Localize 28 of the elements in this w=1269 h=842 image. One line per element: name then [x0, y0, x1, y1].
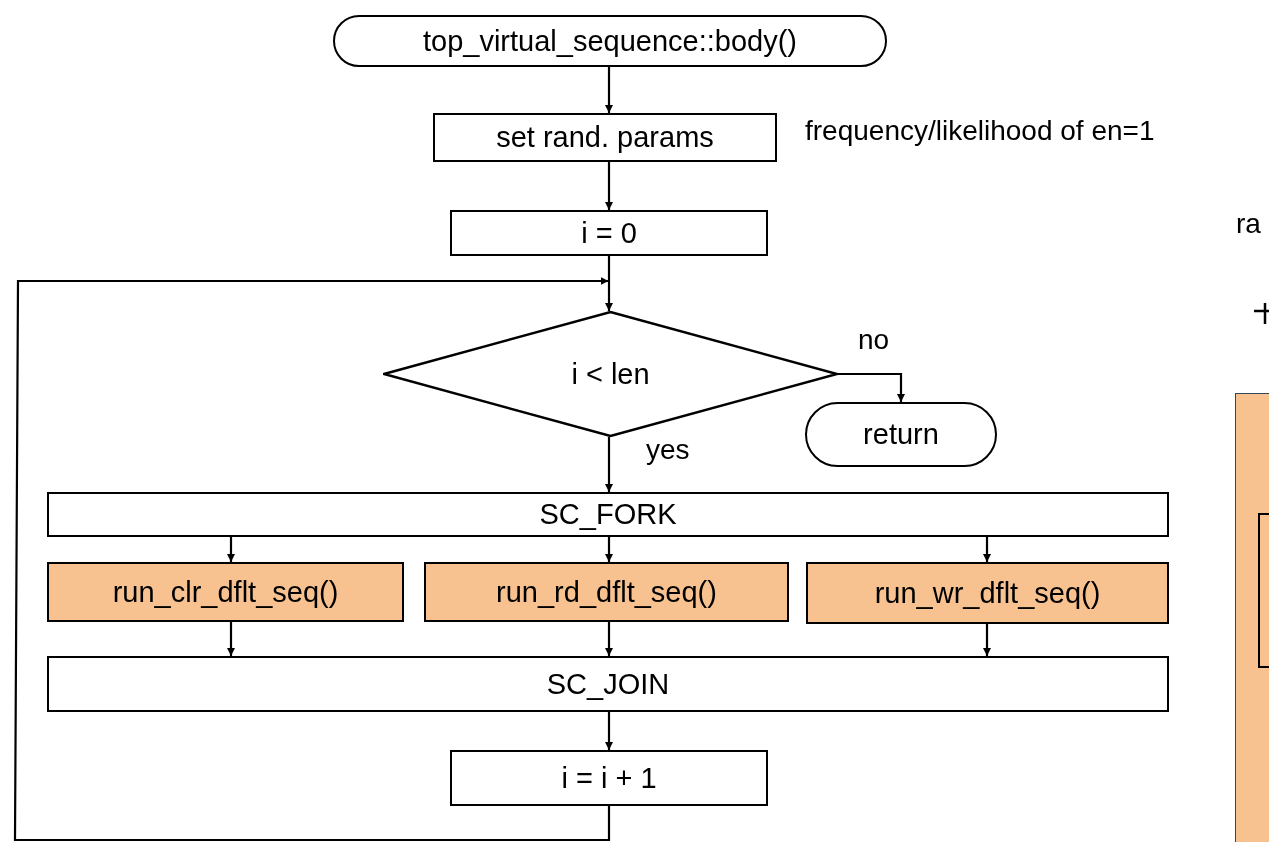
note-text: ra	[1236, 208, 1261, 240]
arrow	[838, 372, 905, 402]
arrow	[605, 162, 613, 210]
process-box: run_wr_dflt_seq()	[806, 562, 1169, 624]
join-bar: SC_JOIN	[47, 656, 1169, 712]
arrow	[605, 712, 613, 750]
arrow	[227, 537, 235, 562]
arrow	[983, 537, 991, 562]
arrow	[605, 537, 613, 562]
process-box: i = i + 1	[450, 750, 768, 806]
arrow	[13, 277, 611, 842]
arrow	[227, 622, 235, 656]
process-box: run_clr_dflt_seq()	[47, 562, 404, 622]
arrow	[605, 67, 613, 113]
arrow	[605, 622, 613, 656]
terminal-box: return	[805, 402, 997, 467]
process-box: set rand. params	[433, 113, 777, 162]
decision-diamond: i < len	[383, 311, 838, 437]
arrow	[605, 437, 613, 492]
terminal-box: top_virtual_sequence::body()	[333, 15, 887, 67]
inner-box	[1258, 513, 1269, 668]
fork-bar: SC_FORK	[47, 492, 1169, 537]
arrow	[983, 624, 991, 656]
process-box: run_rd_dflt_seq()	[424, 562, 789, 622]
panel-box	[1235, 393, 1269, 842]
annotation-text: frequency/likelihood of en=1	[805, 115, 1155, 147]
process-box: i = 0	[450, 210, 768, 256]
arrow	[605, 256, 613, 311]
